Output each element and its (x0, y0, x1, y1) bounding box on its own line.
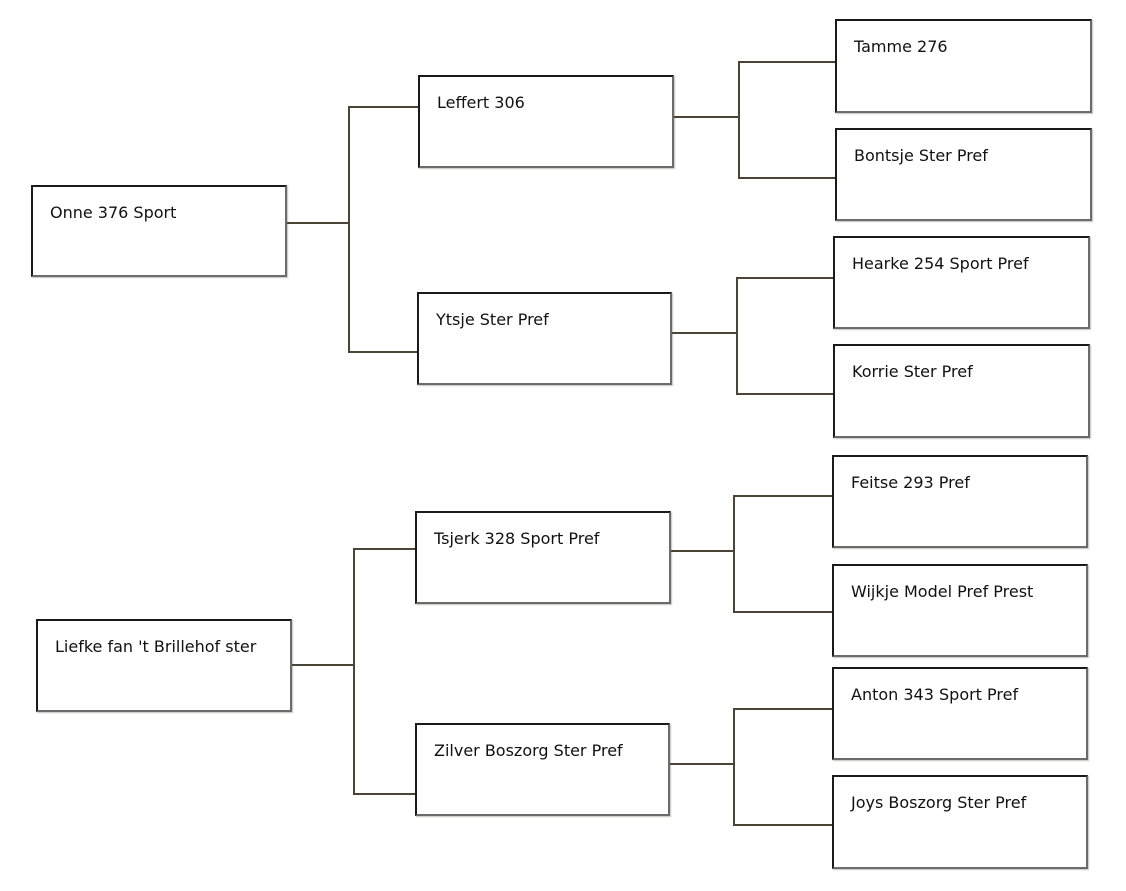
node-liefke: Liefke fan 't Brillehof ster (36, 619, 292, 712)
node-wijkje: Wijkje Model Pref Prest (832, 564, 1088, 657)
node-label: Ytsje Ster Pref (436, 310, 549, 329)
node-onne: Onne 376 Sport (31, 185, 287, 277)
node-label: Zilver Boszorg Ster Pref (434, 741, 623, 760)
node-label: Leffert 306 (437, 93, 525, 112)
node-label: Onne 376 Sport (50, 203, 177, 222)
node-anton: Anton 343 Sport Pref (832, 667, 1088, 760)
node-korrie: Korrie Ster Pref (833, 344, 1090, 438)
node-zilver: Zilver Boszorg Ster Pref (415, 723, 670, 816)
node-hearke: Hearke 254 Sport Pref (833, 236, 1090, 329)
node-label: Tamme 276 (854, 37, 948, 56)
node-label: Anton 343 Sport Pref (851, 685, 1019, 704)
node-tsjerk: Tsjerk 328 Sport Pref (415, 511, 671, 604)
node-label: Liefke fan 't Brillehof ster (55, 637, 257, 656)
node-label: Tsjerk 328 Sport Pref (434, 529, 600, 548)
node-leffert: Leffert 306 (418, 75, 674, 168)
node-label: Bontsje Ster Pref (854, 146, 988, 165)
node-joys: Joys Boszorg Ster Pref (832, 775, 1088, 869)
node-label: Hearke 254 Sport Pref (852, 254, 1029, 273)
node-ytsje: Ytsje Ster Pref (417, 292, 672, 385)
node-label: Korrie Ster Pref (852, 362, 973, 381)
node-label: Joys Boszorg Ster Pref (851, 793, 1027, 812)
node-label: Feitse 293 Pref (851, 473, 970, 492)
node-label: Wijkje Model Pref Prest (851, 582, 1034, 601)
node-bontsje: Bontsje Ster Pref (835, 128, 1092, 221)
node-tamme: Tamme 276 (835, 19, 1092, 113)
node-feitse: Feitse 293 Pref (832, 455, 1088, 548)
